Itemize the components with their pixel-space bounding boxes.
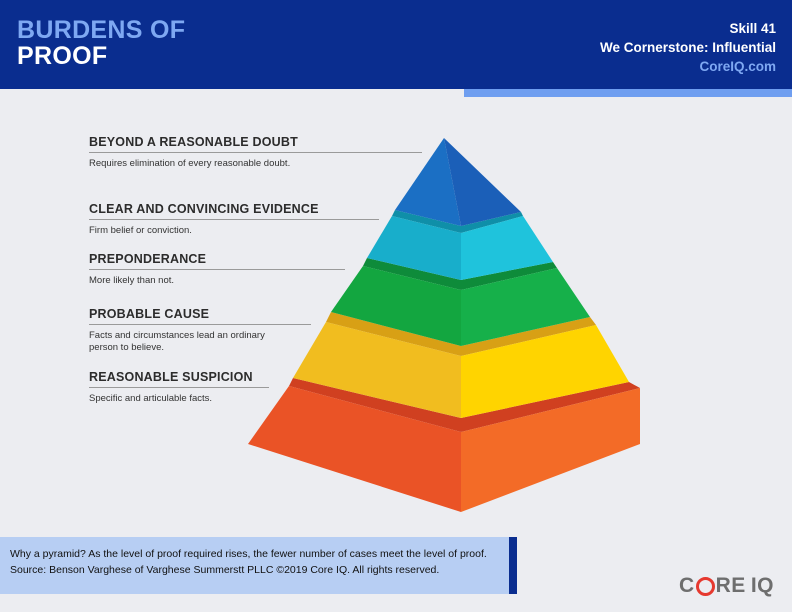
header-banner [0, 0, 792, 89]
level-reasonable-suspicion: REASONABLE SUSPICION Specific and articu… [89, 370, 269, 405]
level-probable-cause: PROBABLE CAUSE Facts and circumstances l… [89, 307, 311, 354]
skill-label: Skill 41 [729, 21, 776, 36]
tier-right-face [461, 388, 640, 512]
logo-ring-icon [695, 576, 715, 596]
pyramid-tier-probable-cause [293, 312, 629, 418]
level-description: Firm belief or conviction. [89, 225, 192, 236]
title-line-1: BURDENS OF [17, 16, 186, 44]
leader-line [89, 387, 269, 388]
level-beyond-reasonable-doubt: BEYOND A REASONABLE DOUBT Requires elimi… [89, 135, 422, 170]
level-clear-and-convincing: CLEAR AND CONVINCING EVIDENCE Firm belie… [89, 202, 379, 237]
level-description: Requires elimination of every reasonable… [89, 158, 291, 169]
level-description: More likely than not. [89, 275, 175, 286]
leader-line [89, 324, 311, 325]
tier-right-face [461, 268, 590, 346]
tier-left-face [293, 322, 461, 418]
page-title: BURDENS OF PROOF [17, 17, 185, 69]
footer-note: Why a pyramid? As the level of proof req… [0, 537, 517, 594]
level-name: BEYOND A REASONABLE DOUBT [89, 135, 298, 149]
pyramid-tier-clear-and-convincing [367, 210, 553, 280]
level-description: Facts and circumstances lead an ordinary… [89, 330, 265, 353]
level-name: CLEAR AND CONVINCING EVIDENCE [89, 202, 319, 216]
pyramid-tier-beyond-reasonable-doubt [395, 138, 521, 226]
title-line-2: PROOF [17, 42, 108, 70]
footer-text: Why a pyramid? As the level of proof req… [10, 548, 487, 576]
tier-top-strip [289, 378, 640, 432]
tier-top-strip [326, 312, 596, 356]
leader-line [89, 219, 379, 220]
logo-re: RE [715, 574, 746, 597]
logo-iq: IQ [750, 574, 774, 597]
tier-left-face [395, 138, 461, 226]
leader-line [89, 269, 345, 270]
level-name: PROBABLE CAUSE [89, 307, 210, 321]
tier-left-face [367, 216, 461, 280]
header-subtitle: We Cornerstone: Influential [599, 40, 776, 55]
footer-accent [509, 537, 517, 594]
logo-c: C [678, 574, 695, 597]
site-link[interactable]: CoreIQ.com [699, 59, 776, 74]
tier-right-face [461, 216, 553, 280]
pyramid-tier-preponderance [331, 258, 590, 346]
tier-right-face [444, 138, 521, 226]
core-iq-logo: C RE IQ [679, 574, 774, 598]
tier-right-face [461, 325, 629, 418]
leader-line [89, 152, 422, 153]
tier-left-face [331, 266, 461, 346]
level-name: REASONABLE SUSPICION [89, 370, 253, 384]
tier-left-face [248, 386, 461, 512]
level-description: Specific and articulable facts. [89, 393, 213, 404]
pyramid-tier-reasonable-suspicion [248, 378, 640, 512]
header-info: Skill 41 We Cornerstone: Influential Cor… [600, 19, 776, 76]
tier-top-strip [392, 210, 523, 233]
tier-top-strip [363, 258, 557, 290]
accent-bar [464, 89, 792, 97]
level-preponderance: PREPONDERANCE More likely than not. [89, 252, 345, 287]
level-name: PREPONDERANCE [89, 252, 207, 266]
